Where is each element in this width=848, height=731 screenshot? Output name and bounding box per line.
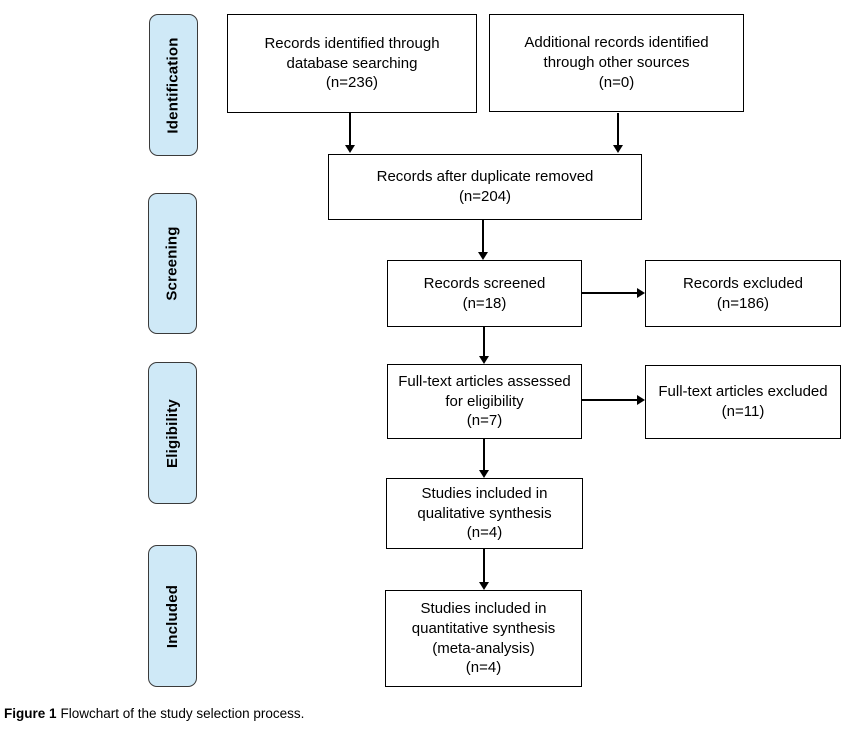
box-records-identified: Records identified through database sear… bbox=[227, 14, 477, 113]
box-fulltext-assessed-text: Full-text articles assessed for eligibil… bbox=[398, 372, 571, 430]
box-additional-records: Additional records identified through ot… bbox=[489, 14, 744, 112]
stage-identification-label: Identification bbox=[165, 36, 183, 134]
stage-identification: Identification bbox=[149, 14, 198, 156]
box-records-screened-text: Records screened (n=18) bbox=[423, 274, 546, 312]
box-records-screened: Records screened (n=18) bbox=[387, 260, 582, 327]
figure-caption-label: Figure 1 bbox=[4, 706, 57, 721]
arrow-fulltext-to-fulltext-excluded bbox=[582, 395, 645, 405]
box-quantitative-synthesis-text: Studies included in quantitative synthes… bbox=[411, 599, 556, 677]
arrow-screened-to-fulltext bbox=[479, 327, 489, 364]
stage-included-label: Included bbox=[164, 584, 181, 648]
box-records-excluded: Records excluded (n=186) bbox=[645, 260, 841, 327]
box-quantitative-synthesis: Studies included in quantitative synthes… bbox=[385, 590, 582, 687]
box-fulltext-excluded: Full-text articles excluded (n=11) bbox=[645, 365, 841, 439]
arrow-additional-to-dedup bbox=[613, 113, 623, 153]
stage-screening-label: Screening bbox=[164, 226, 182, 301]
box-fulltext-excluded-text: Full-text articles excluded (n=11) bbox=[658, 383, 828, 420]
box-after-duplicates-removed: Records after duplicate removed (n=204) bbox=[328, 154, 642, 220]
stage-included: Included bbox=[148, 545, 197, 687]
box-fulltext-assessed: Full-text articles assessed for eligibil… bbox=[387, 364, 582, 439]
box-records-identified-text: Records identified through database sear… bbox=[264, 34, 440, 92]
arrow-screened-to-excluded bbox=[582, 288, 645, 298]
box-qualitative-synthesis-text: Studies included in qualitative synthesi… bbox=[417, 484, 552, 542]
figure-caption-text: Flowchart of the study selection process… bbox=[60, 706, 305, 721]
box-additional-records-text: Additional records identified through ot… bbox=[524, 34, 709, 91]
arrow-fulltext-to-qualitative bbox=[479, 439, 489, 478]
box-qualitative-synthesis: Studies included in qualitative synthesi… bbox=[386, 478, 583, 549]
arrow-dedup-to-screened bbox=[478, 220, 488, 260]
stage-screening: Screening bbox=[148, 193, 197, 334]
arrow-identified-to-dedup bbox=[345, 113, 355, 153]
box-records-excluded-text: Records excluded (n=186) bbox=[682, 274, 804, 312]
stage-eligibility-label: Eligibility bbox=[164, 398, 181, 468]
box-after-duplicates-removed-text: Records after duplicate removed (n=204) bbox=[376, 168, 594, 205]
stage-eligibility: Eligibility bbox=[148, 362, 197, 504]
arrow-qualitative-to-quantitative bbox=[479, 549, 489, 590]
